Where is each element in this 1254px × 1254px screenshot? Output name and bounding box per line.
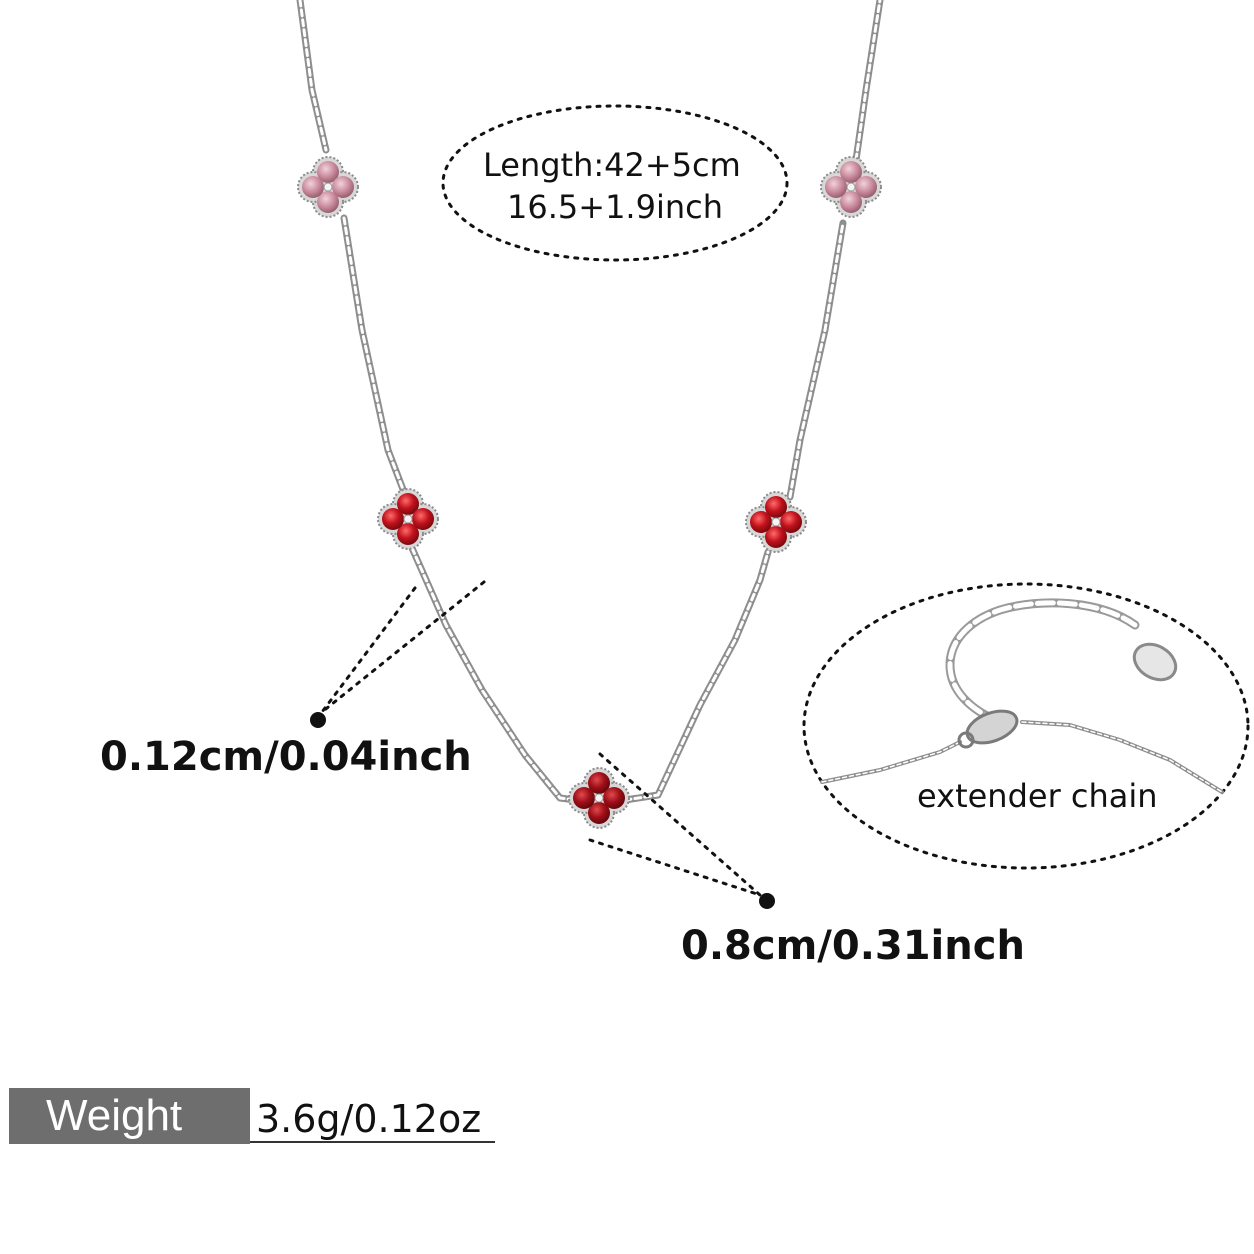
extender-callout-ellipse — [802, 582, 1250, 870]
chain-thickness-label: 0.12cm/0.04inch — [100, 734, 472, 780]
length-cm-label: Length:42+5cm — [483, 146, 741, 184]
weight-value: 3.6g/0.12oz — [256, 1097, 482, 1141]
charm-width-pointer — [588, 752, 775, 909]
necklace-chain — [296, 0, 884, 804]
thickness-pointer — [310, 580, 486, 728]
charm-width-label: 0.8cm/0.31inch — [681, 923, 1025, 969]
oval-tag — [1132, 642, 1178, 682]
lobster-clasp — [957, 709, 1019, 749]
weight-badge — [9, 1088, 250, 1144]
extender-chain — [820, 598, 1224, 794]
length-inch-label: 16.5+1.9inch — [507, 188, 723, 226]
extender-chain-label: extender chain — [917, 777, 1158, 815]
weight-key-label: Weight — [46, 1091, 183, 1140]
length-callout-ellipse — [441, 104, 789, 262]
weight-underline — [250, 1141, 495, 1143]
